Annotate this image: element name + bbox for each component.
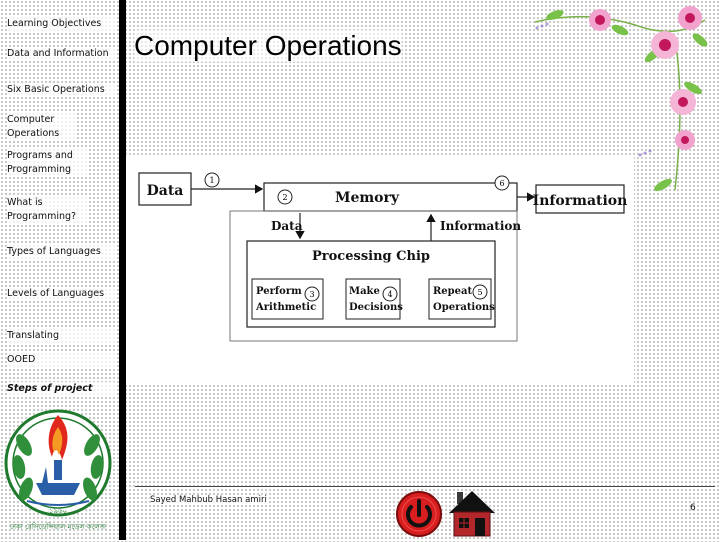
step-3-badge: 3 xyxy=(309,290,314,299)
make-line1: Make xyxy=(349,286,380,297)
sidebar-nav: Learning Objectives Data and Information… xyxy=(0,0,116,400)
exit-button[interactable] xyxy=(395,490,443,538)
footer-author: Sayed Mahbub Hasan amiri xyxy=(150,495,267,505)
page-number: 6 xyxy=(690,503,696,513)
sidebar-item-what-is-programming[interactable]: What is Programming? xyxy=(7,196,87,224)
flower-decoration xyxy=(534,6,708,192)
sidebar-item-types-of-languages[interactable]: Types of Languages xyxy=(7,245,115,259)
step-6-badge: 6 xyxy=(499,179,504,188)
information-output-label: Information xyxy=(533,193,628,209)
sidebar-item-data-and-information[interactable]: Data and Information xyxy=(7,47,115,61)
step-4-badge: 4 xyxy=(387,290,392,299)
repeat-line1: Repeat xyxy=(433,286,473,297)
information-output-box xyxy=(535,184,625,214)
step-5-badge: 5 xyxy=(477,288,482,297)
information-up-label: Information xyxy=(440,219,521,233)
home-button[interactable] xyxy=(447,488,497,538)
make-line2: Decisions xyxy=(349,302,403,313)
sidebar-item-translating[interactable]: Translating xyxy=(7,329,115,343)
processing-chip-label: Processing Chip xyxy=(312,249,430,264)
repeat-line2: Operations xyxy=(433,302,495,313)
power-icon xyxy=(396,491,442,537)
logo-bottom-text: ঢাকা রেসিডেন্সিয়াল মডেল কলেজ xyxy=(9,523,107,531)
data-input-label: Data xyxy=(147,183,184,199)
footer-divider xyxy=(135,486,715,487)
page-title: Computer Operations xyxy=(134,30,402,62)
sidebar-item-steps-of-project[interactable]: Steps of project xyxy=(7,382,115,396)
data-input-box xyxy=(138,172,192,206)
sidebar-item-learning-objectives[interactable]: Learning Objectives xyxy=(7,17,115,31)
vertical-divider xyxy=(119,0,126,540)
sidebar-item-six-basic-operations[interactable]: Six Basic Operations xyxy=(7,83,115,97)
sidebar-item-levels-of-languages[interactable]: Levels of Languages xyxy=(7,287,115,301)
step-1-badge: 1 xyxy=(209,176,214,185)
computer-operations-diagram: Data 1 2 Memory 6 Information Data Infor… xyxy=(138,172,628,342)
perform-line1: Perform xyxy=(256,286,302,297)
step-2-badge: 2 xyxy=(282,193,287,202)
perform-line2: Arithmetic xyxy=(255,302,316,313)
memory-box xyxy=(263,182,518,212)
logo-year-text: ১৯৬০ xyxy=(49,507,67,515)
sidebar-item-ooed[interactable]: OOED xyxy=(7,353,115,367)
data-down-label: Data xyxy=(271,219,303,233)
sidebar-item-programs-and-programming[interactable]: Programs and Programming xyxy=(7,149,87,177)
memory-label: Memory xyxy=(335,190,400,206)
home-icon xyxy=(449,491,495,537)
sidebar-item-computer-operations[interactable]: Computer Operations xyxy=(7,113,77,141)
college-logo: ঢাকা রেসিডেন্সিয়াল মডেল কলেজ ১৯৬০ xyxy=(4,409,112,531)
